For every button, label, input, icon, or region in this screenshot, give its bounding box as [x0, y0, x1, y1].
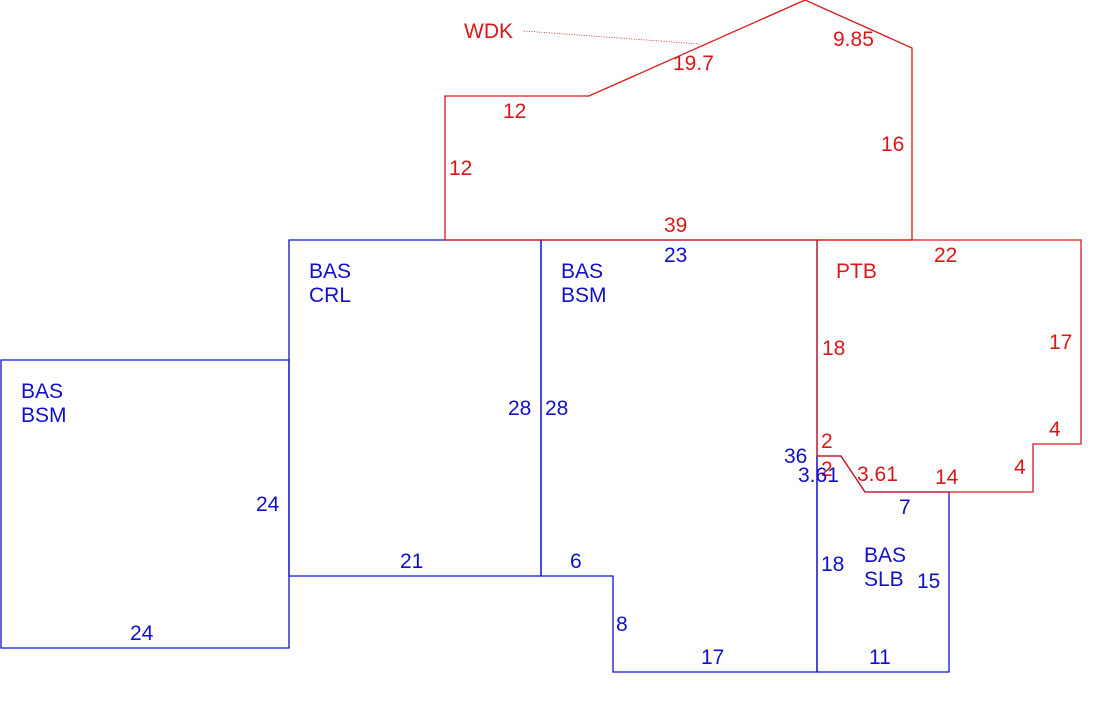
area-label-bas-bsm-left: BAS BSM	[21, 380, 67, 427]
dimension-label: 14	[935, 466, 959, 489]
dimension-label: 3.61	[857, 463, 898, 486]
dimension-label: 4	[1049, 418, 1061, 441]
dimension-label: 28	[545, 397, 568, 420]
area-label-wdk: WDK	[464, 20, 513, 43]
svg-text:WDK: WDK	[464, 20, 513, 43]
dimension-label: 24	[256, 493, 280, 516]
dimension-label: 17	[1049, 331, 1072, 354]
dimension-label: 6	[570, 550, 582, 573]
dimension-label: 9.85	[833, 28, 874, 51]
dimension-label: 4	[1014, 456, 1026, 479]
area-outline-bas-bsm-left	[0, 359, 290, 649]
dimension-label: 2	[821, 458, 833, 481]
svg-text:BSM: BSM	[561, 284, 607, 307]
area-label-ptb: PTB	[836, 260, 877, 283]
dimension-label: 28	[508, 397, 531, 420]
dimension-label: 16	[881, 133, 904, 156]
dimension-label: 2	[821, 430, 833, 453]
svg-text:PTB: PTB	[836, 260, 877, 283]
svg-text:BAS: BAS	[561, 260, 603, 283]
dimension-label: 24	[130, 622, 154, 645]
dimension-label: 7	[899, 496, 911, 519]
svg-text:BAS: BAS	[21, 380, 63, 403]
dimension-label: 8	[616, 613, 628, 636]
svg-text:BAS: BAS	[309, 260, 351, 283]
area-outline-ptb	[816, 239, 1082, 493]
dimension-label: 11	[869, 646, 891, 669]
wdk-leader-line	[523, 30, 701, 45]
dimension-label: 39	[664, 214, 687, 237]
svg-text:BAS: BAS	[864, 544, 906, 567]
area-label-bas-slb: BAS SLB	[864, 544, 906, 591]
dimension-label: 18	[822, 337, 845, 360]
dimension-label: 36	[784, 445, 807, 468]
dimension-label: 3.61	[798, 464, 839, 487]
dimension-label: 22	[934, 244, 957, 267]
dimension-label: 19.7	[673, 52, 714, 75]
dimension-label: 21	[400, 550, 423, 573]
dimension-label: 17	[701, 646, 724, 669]
area-label-bas-crl: BAS CRL	[309, 260, 351, 307]
dimension-label: 23	[664, 244, 687, 267]
area-label-bas-bsm-center: BAS BSM	[561, 260, 607, 307]
svg-text:BSM: BSM	[21, 404, 67, 427]
dimension-label: 12	[503, 100, 526, 123]
dimension-label: 12	[449, 157, 472, 180]
svg-text:SLB: SLB	[864, 568, 904, 591]
dimension-label: 18	[821, 553, 844, 576]
dimension-label: 15	[917, 570, 940, 593]
svg-text:CRL: CRL	[309, 284, 351, 307]
